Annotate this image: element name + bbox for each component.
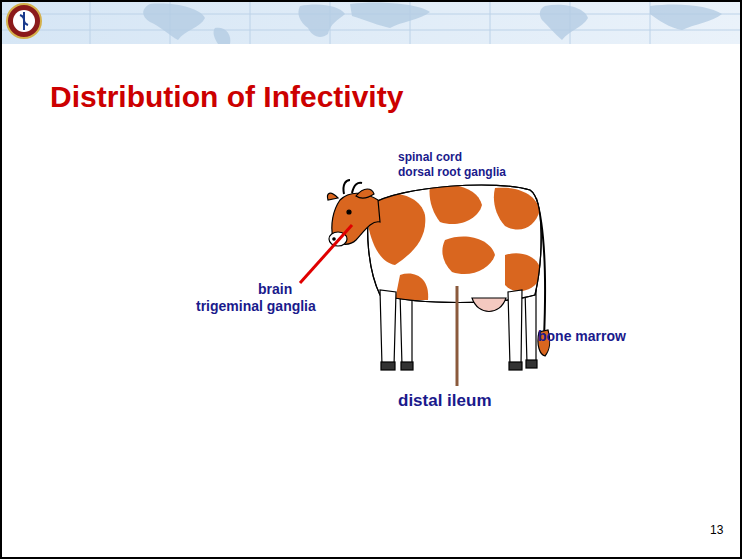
world-map	[143, 2, 722, 44]
slide-title: Distribution of Infectivity	[50, 80, 403, 113]
anatomy-label: brain	[258, 282, 292, 297]
leader-line	[456, 286, 459, 386]
anatomy-label: spinal cord	[398, 151, 462, 164]
agency-logo	[7, 4, 41, 38]
leader-line	[300, 225, 352, 283]
anatomy-label: trigeminal ganglia	[196, 299, 316, 314]
page-number: 13	[710, 524, 723, 537]
header-band	[0, 0, 742, 44]
anatomy-label: dorsal root ganglia	[398, 166, 506, 179]
map-grid	[0, 0, 742, 44]
anatomy-label: distal ileum	[398, 392, 492, 411]
cow-illustration	[327, 180, 549, 370]
anatomy-label: bone marrow	[538, 329, 626, 344]
